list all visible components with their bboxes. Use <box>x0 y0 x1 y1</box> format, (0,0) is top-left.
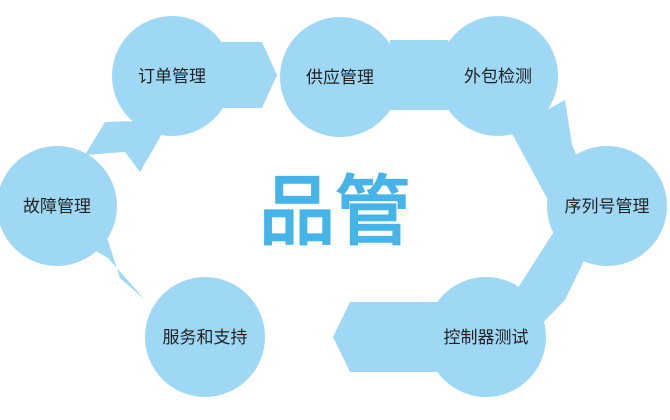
node-fault-management-circle <box>0 146 117 266</box>
node-service-support-circle <box>145 277 265 397</box>
node-serial-number-management-label: 序列号管理 <box>565 197 650 217</box>
node-controller-testing-circle <box>426 277 546 397</box>
node-order-management-label: 订单管理 <box>138 67 206 87</box>
arrow-fault-to-order <box>85 120 170 172</box>
node-fault-management-label: 故障管理 <box>23 197 91 217</box>
node-serial-number-management-circle <box>547 146 667 266</box>
node-service-support-label: 服务和支持 <box>163 328 248 348</box>
node-outsource-inspection-label: 外包检测 <box>464 67 532 87</box>
arrow-controller-to-service <box>333 302 448 372</box>
node-supply-management-circle <box>280 17 400 137</box>
node-controller-testing-label: 控制器测试 <box>444 328 529 348</box>
node-order-management-circle <box>112 16 232 136</box>
node-outsource-inspection-circle <box>438 16 558 136</box>
node-supply-management-label: 供应管理 <box>306 68 374 88</box>
center-title: 品管 <box>259 167 411 256</box>
